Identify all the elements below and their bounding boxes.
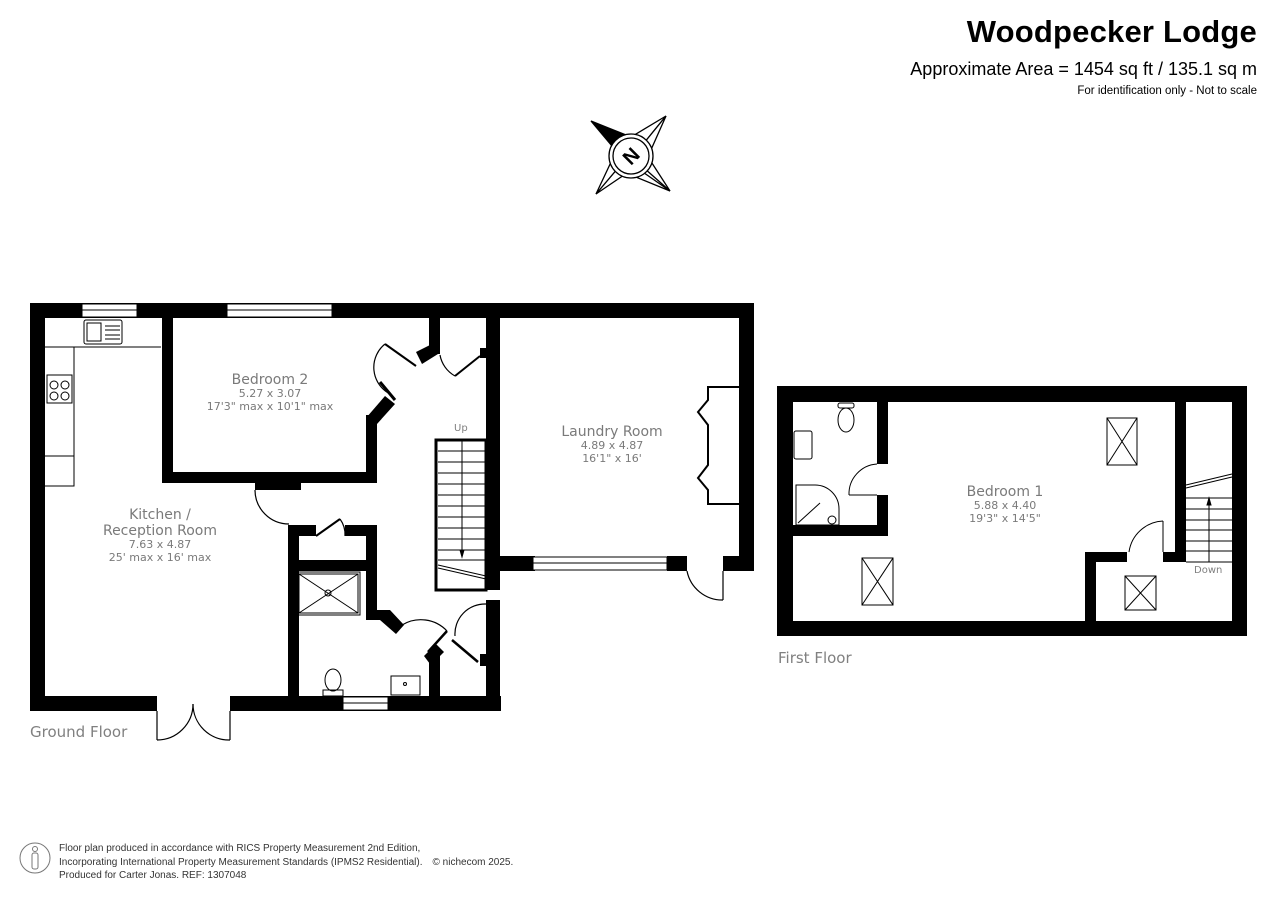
stairs-up-label: Up: [454, 423, 468, 434]
room-dimensions-metric: 5.88 x 4.40: [973, 499, 1037, 513]
first-floor-label: First Floor: [778, 649, 852, 667]
room-label-bedroom-1: Bedroom 1 5.88 x 4.40 19'3" x 14'5": [945, 484, 1065, 525]
ground-floor-label: Ground Floor: [30, 723, 128, 741]
room-dimensions-imperial: 16'1" x 16': [582, 451, 642, 465]
footer-line-2: Incorporating International Property Mea…: [59, 856, 423, 868]
room-dimensions-imperial: 17'3" max x 10'1" max: [206, 399, 334, 413]
approximate-area: Approximate Area = 1454 sq ft / 135.1 sq…: [910, 59, 1257, 79]
room-dimensions-imperial: 19'3" x 14'5": [969, 511, 1041, 525]
ground-floor-doors: [156, 343, 724, 741]
room-dimensions-metric: 4.89 x 4.87: [580, 439, 644, 453]
stairs-down-label: Down: [1194, 565, 1223, 576]
room-dimensions-imperial: 25' max x 16' max: [108, 550, 212, 564]
footer-copyright: © nichecom 2025.: [432, 856, 514, 868]
ground-floor-windows: [81, 303, 668, 711]
first-floor-fixtures: [793, 402, 1233, 611]
footer-line-1: Floor plan produced in accordance with R…: [59, 843, 421, 854]
footer-notes: Floor plan produced in accordance with R…: [59, 842, 513, 883]
compass-north-icon: N: [590, 115, 671, 195]
scale-disclaimer: For identification only - Not to scale: [1077, 85, 1257, 97]
room-name: Bedroom 2: [231, 372, 309, 388]
ground-floor-walls: [30, 303, 754, 711]
room-label-laundry: Laundry Room 4.89 x 4.87 16'1" x 16': [542, 424, 682, 465]
room-name-line2: Reception Room: [102, 523, 218, 540]
room-dimensions-metric: 5.27 x 3.07: [238, 387, 302, 401]
ground-bathroom-fixtures: [296, 571, 421, 697]
room-name: Bedroom 1: [966, 484, 1044, 500]
room-name: Kitchen /: [129, 507, 191, 523]
room-dimensions-metric: 7.63 x 4.87: [128, 538, 192, 552]
room-name: Laundry Room: [561, 424, 663, 440]
laundry-wardrobe: [696, 386, 739, 505]
person-scale-icon: [19, 842, 51, 874]
ground-stairs: [434, 438, 488, 592]
first-floor-walls: [777, 386, 1247, 636]
property-title: Woodpecker Lodge: [966, 14, 1257, 49]
kitchen-units: [45, 319, 161, 487]
room-label-kitchen-reception: Kitchen / Reception Room 7.63 x 4.87 25'…: [80, 507, 240, 564]
footer-line-3: Produced for Carter Jonas. REF: 1307048: [59, 870, 247, 881]
room-label-bedroom-2: Bedroom 2 5.27 x 3.07 17'3" max x 10'1" …: [185, 372, 355, 413]
